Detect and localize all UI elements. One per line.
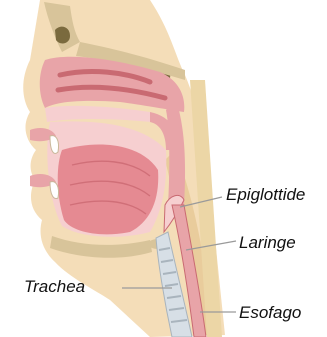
label-epiglottis: Epiglottide (226, 185, 305, 204)
tongue (58, 145, 159, 235)
label-trachea: Trachea (24, 277, 85, 296)
label-larynx: Laringe (239, 233, 296, 252)
label-esophagus: Esofago (239, 303, 301, 322)
